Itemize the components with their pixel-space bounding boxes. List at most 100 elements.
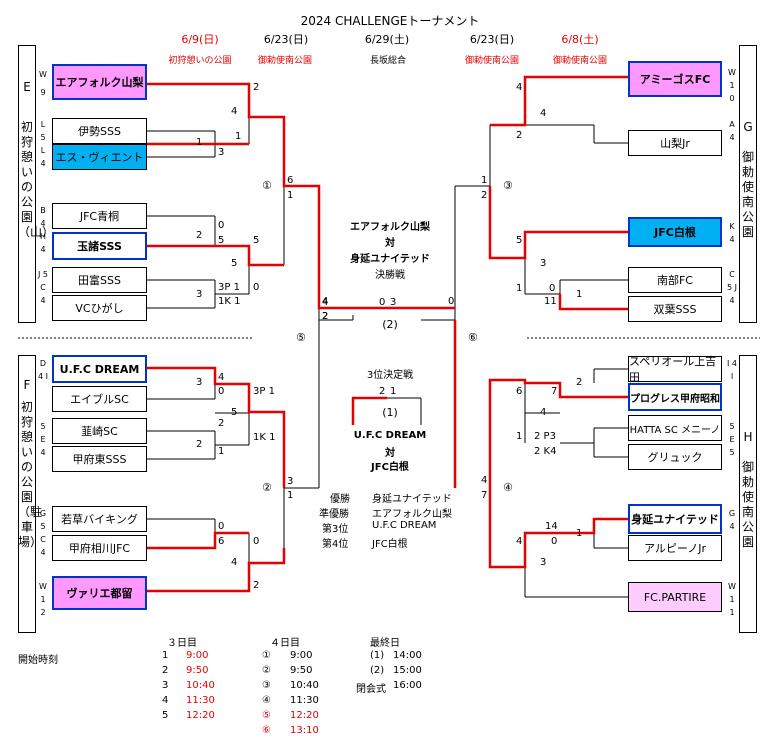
team-box: FC.PARTIRE [628,582,722,612]
code-e1: W 9 [39,70,47,97]
team-box: エアフォルク山梨 [52,64,147,100]
score: 7 [481,490,488,501]
team-box: ヴァリエ都留 [52,576,147,610]
schedule-num: ① [262,650,271,661]
block-h-box [739,355,757,633]
score: 2 P3 [534,431,556,442]
score: 3P 1 [253,386,275,397]
score: 14 [545,521,558,532]
score: 3 [287,476,294,487]
team-box: 伊勢SSS [52,118,147,144]
venue-1: 初狩憩いの公園 [168,56,232,66]
date-1: 6/9(日) [181,33,219,46]
date-3: 6/29(土) [364,33,410,46]
score: 2 K4 [534,446,557,457]
score: 0 [448,296,455,307]
score: 2 [253,82,260,93]
schedule-num: ④ [262,695,271,706]
result-team: U.F.C DREAM [372,520,437,531]
result-team: JFC白根 [372,539,408,550]
score: 2 [196,439,203,450]
score: 5 [218,235,225,246]
team-box: アミーゴスFC [628,61,722,97]
schedule-day4-header: ４日目 [270,638,300,649]
result-rank: 優勝 [330,494,350,505]
schedule-time: 10:40 [290,680,319,691]
code-h4: W 1 1 [728,582,736,617]
team-box: 身延ユナイテッド [628,504,722,534]
score: 0 [551,536,558,547]
team-box: JFC青桐 [52,203,147,229]
score: 4 [540,108,547,119]
date-5: 6/8(土) [561,33,599,46]
schedule-day3-header: ３日目 [167,638,197,649]
score: 1 [218,446,225,457]
team-box: 甲府東SSS [52,446,147,472]
date-2: 6/23(日) [263,33,309,46]
match-number: ⑤ [296,331,306,344]
score: 6 [516,386,523,397]
venue-3: 長坂総合 [369,56,406,66]
schedule-num: 4 [162,695,169,706]
schedule-time: 16:00 [393,680,422,691]
schedule-time: 12:20 [290,710,319,721]
final-score: 4 [322,297,329,308]
team-box: 双葉SSS [628,296,722,322]
team-box: 甲府相川JFC [52,535,147,561]
schedule-num: ③ [262,680,271,691]
score: 1 [287,190,294,201]
final-score: 0 [379,297,386,308]
schedule-num: 3 [162,680,169,691]
score: 2 [196,230,203,241]
match-number: ⑥ [468,331,478,344]
block-h-venue: 御勅使南公園 [741,460,754,549]
score: 2 [253,580,260,591]
schedule-time: 11:30 [290,695,319,706]
team-box: エイブルSC [52,386,147,412]
score: 4 [540,407,547,418]
venue-4: 御勅使南公園 [464,56,519,66]
schedule-time: 9:50 [186,665,209,676]
final-team-2: 身延ユナイテッド [350,254,430,265]
score: 1K 1 [218,296,241,307]
score: 5 [231,407,238,418]
schedule-num: ⑥ [262,725,271,736]
third-team-2: JFC白根 [371,462,409,473]
code-e4: J 5 C 4 [38,270,48,305]
code-g1: W 1 0 [728,68,736,103]
schedule-final-header: 最終日 [370,638,400,649]
score: 1 [576,528,583,539]
code-f1: D 4 I [38,359,48,381]
score: 2 [576,377,583,388]
score: 1 [516,283,523,294]
match-number: ③ [503,179,513,192]
score: 3 [196,377,203,388]
final-match-id: (2) [382,318,398,331]
score: 5 [253,235,260,246]
score: 0 [549,283,556,294]
code-g4: C 5 J 4 [727,270,737,305]
block-g-letter: G [743,120,753,134]
block-g-box [739,45,757,323]
team-box: 若草バイキング [52,506,147,532]
schedule-time: 13:10 [290,725,319,736]
score: 6 [218,536,225,547]
team-box: スペリオール上吉田 [628,355,722,384]
schedule-time: 14:00 [393,650,422,661]
schedule-num: 2 [162,665,169,676]
score: 2 [516,130,523,141]
block-e-letter: E [23,80,31,94]
score: 0 [253,536,260,547]
score: 0 [218,386,225,397]
score: 3 [218,147,225,158]
third-match-id: (1) [382,406,398,419]
score: 1 [516,431,523,442]
schedule-num: 5 [162,710,169,721]
third-label: 3位決定戦 [366,370,414,381]
score: 4 [322,296,329,307]
final-label: 決勝戦 [375,270,405,281]
score: 5 [516,235,523,246]
score: 4 [481,475,488,486]
team-box: プログレス甲府昭和 [628,383,722,411]
